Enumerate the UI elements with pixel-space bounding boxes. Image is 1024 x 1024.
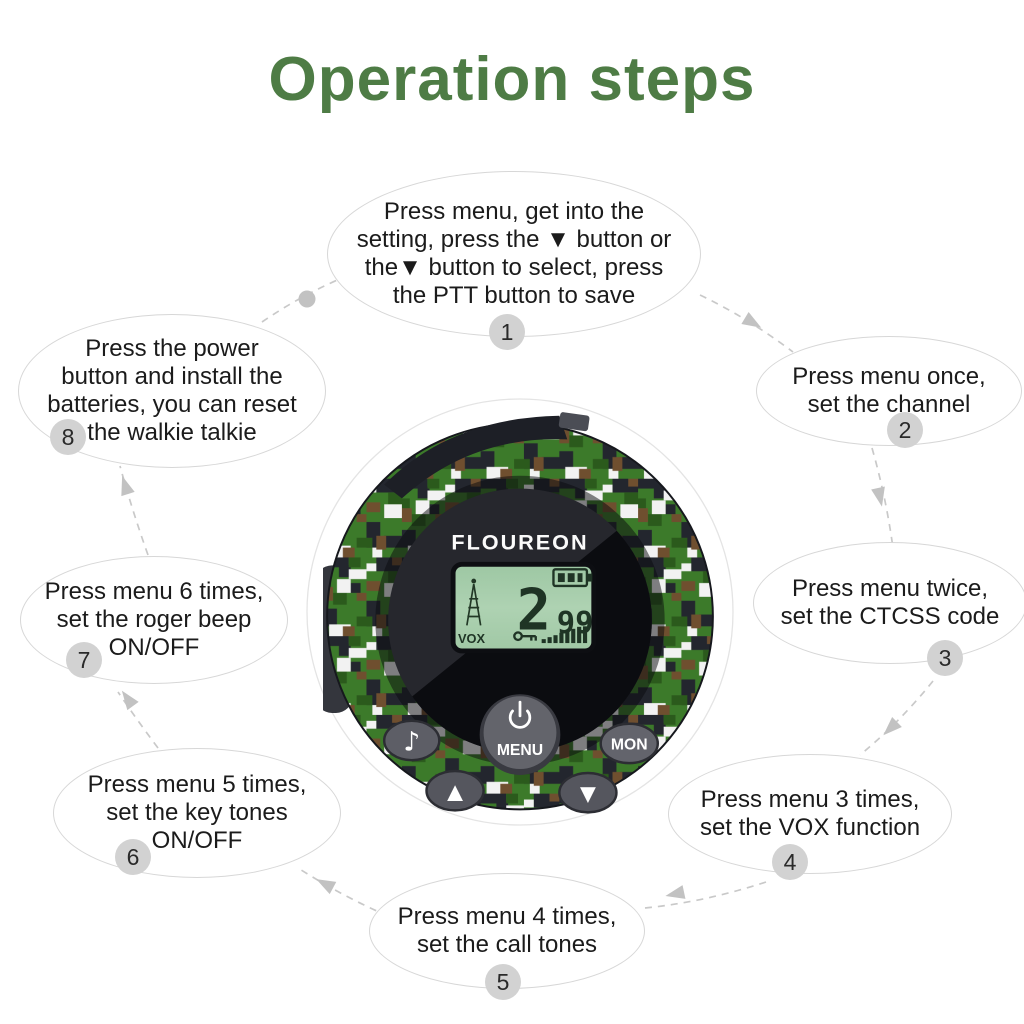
step-number-4: 4 (772, 844, 808, 880)
device-top-ridge (384, 415, 568, 499)
step-text-4: Press menu 3 times, set the VOX function (699, 786, 921, 841)
mon-label: MON (611, 736, 648, 753)
vox-label: VOX (458, 631, 485, 646)
up-button: ▲ (425, 769, 485, 812)
device-top-tab (558, 412, 590, 432)
step-bubble-4: Press menu 3 times, set the VOX function (668, 754, 952, 874)
connector-5-6 (297, 867, 389, 917)
connector-4-5 (644, 881, 767, 909)
arrowhead-4-5 (665, 885, 686, 899)
step-number-7: 7 (66, 642, 102, 678)
up-arrow-icon: ▲ (447, 780, 463, 804)
brand-text: FLOUREON (451, 530, 588, 555)
step-text-6: Press menu 5 times, set the key tones ON… (87, 771, 307, 854)
walkie-talkie-device: FLOUREON 2 99 VOX ♪ (323, 412, 714, 814)
connector-dot-8-1 (298, 290, 316, 308)
step-text-7: Press menu 6 times, set the roger beep O… (44, 578, 264, 661)
down-arrow-icon: ▼ (580, 782, 596, 806)
arrowhead-1-2 (741, 311, 762, 328)
step-text-8: Press the power button and install the b… (47, 335, 297, 446)
step-number-8: 8 (50, 419, 86, 455)
arrowhead-6-7 (121, 690, 139, 711)
power-icon (508, 700, 532, 729)
connector-3-4 (859, 680, 934, 756)
down-button: ▼ (558, 771, 618, 814)
step-number-2: 2 (887, 412, 923, 448)
music-note-icon: ♪ (403, 726, 420, 757)
channel-digit: 2 (517, 577, 551, 643)
step-number-6: 6 (115, 839, 151, 875)
connector-7-8 (119, 465, 149, 556)
page-title: Operation steps (268, 45, 756, 114)
battery-icon (552, 568, 593, 588)
arrowhead-5-6 (316, 879, 337, 895)
step-number-3: 3 (927, 640, 963, 676)
step-bubble-6: Press menu 5 times, set the key tones ON… (53, 748, 341, 878)
signal-bars-icon (541, 626, 588, 644)
step-bubble-7: Press menu 6 times, set the roger beep O… (20, 556, 288, 684)
step-number-5: 5 (485, 964, 521, 1000)
arrowhead-7-8 (121, 475, 135, 497)
menu-label: MENU (497, 742, 543, 759)
menu-power-button: MENU (479, 694, 561, 775)
step-bubble-1: Press menu, get into the setting, press … (327, 171, 701, 337)
mon-button: MON (599, 722, 660, 765)
connector-2-3 (871, 447, 894, 549)
guide-circle (306, 398, 734, 826)
step-text-3: Press menu twice, set the CTCSS code (780, 575, 1000, 630)
step-number-1: 1 (489, 314, 525, 350)
connector-6-7 (117, 691, 159, 749)
step-text-5: Press menu 4 times, set the call tones (397, 903, 617, 958)
step-bubble-3: Press menu twice, set the CTCSS code (753, 542, 1024, 664)
key-lock-icon (513, 631, 537, 642)
music-call-button: ♪ (382, 719, 441, 762)
step-text-2: Press menu once, set the channel (792, 363, 986, 418)
antenna-icon (466, 578, 482, 626)
arrowhead-3-4 (883, 716, 902, 736)
step-text-1: Press menu, get into the setting, press … (356, 198, 672, 309)
arrowhead-2-3 (871, 486, 885, 507)
